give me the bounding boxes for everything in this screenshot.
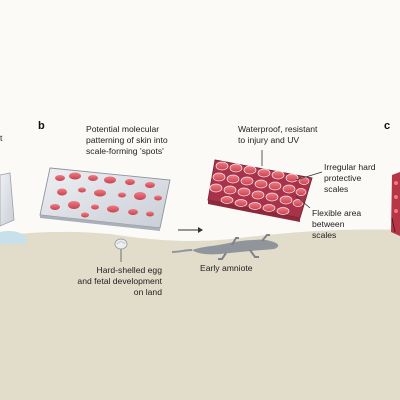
label-early-amniote: Early amniote — [200, 263, 253, 273]
label-egg: Hard-shelled egg and fetal development o… — [77, 265, 162, 297]
pointer-irregular — [295, 171, 323, 181]
label-patterning: Potential molecular patterning of skin i… — [86, 124, 168, 156]
egg — [114, 238, 128, 250]
label-flexible-area: Flexible area between scales — [312, 208, 362, 240]
early-amniote-lizard — [171, 234, 279, 260]
progress-arrowhead — [198, 227, 203, 233]
ground — [0, 229, 400, 400]
pointer-flexible — [295, 195, 311, 209]
skin-sheet-scales — [207, 159, 313, 222]
label-irregular-scales: Irregular hard protective scales — [324, 162, 376, 194]
skin-sheet-spots — [39, 167, 171, 231]
skin-sheet-cropped-right — [391, 172, 400, 236]
panel-label-c: c — [384, 120, 391, 132]
skin-sheet-cropped-left — [0, 172, 15, 227]
cropped-label-left: t — [0, 133, 3, 143]
label-waterproof: Waterproof, resistant to injury and UV — [238, 124, 318, 145]
panel-label-b: b — [38, 120, 45, 132]
water — [0, 231, 26, 244]
